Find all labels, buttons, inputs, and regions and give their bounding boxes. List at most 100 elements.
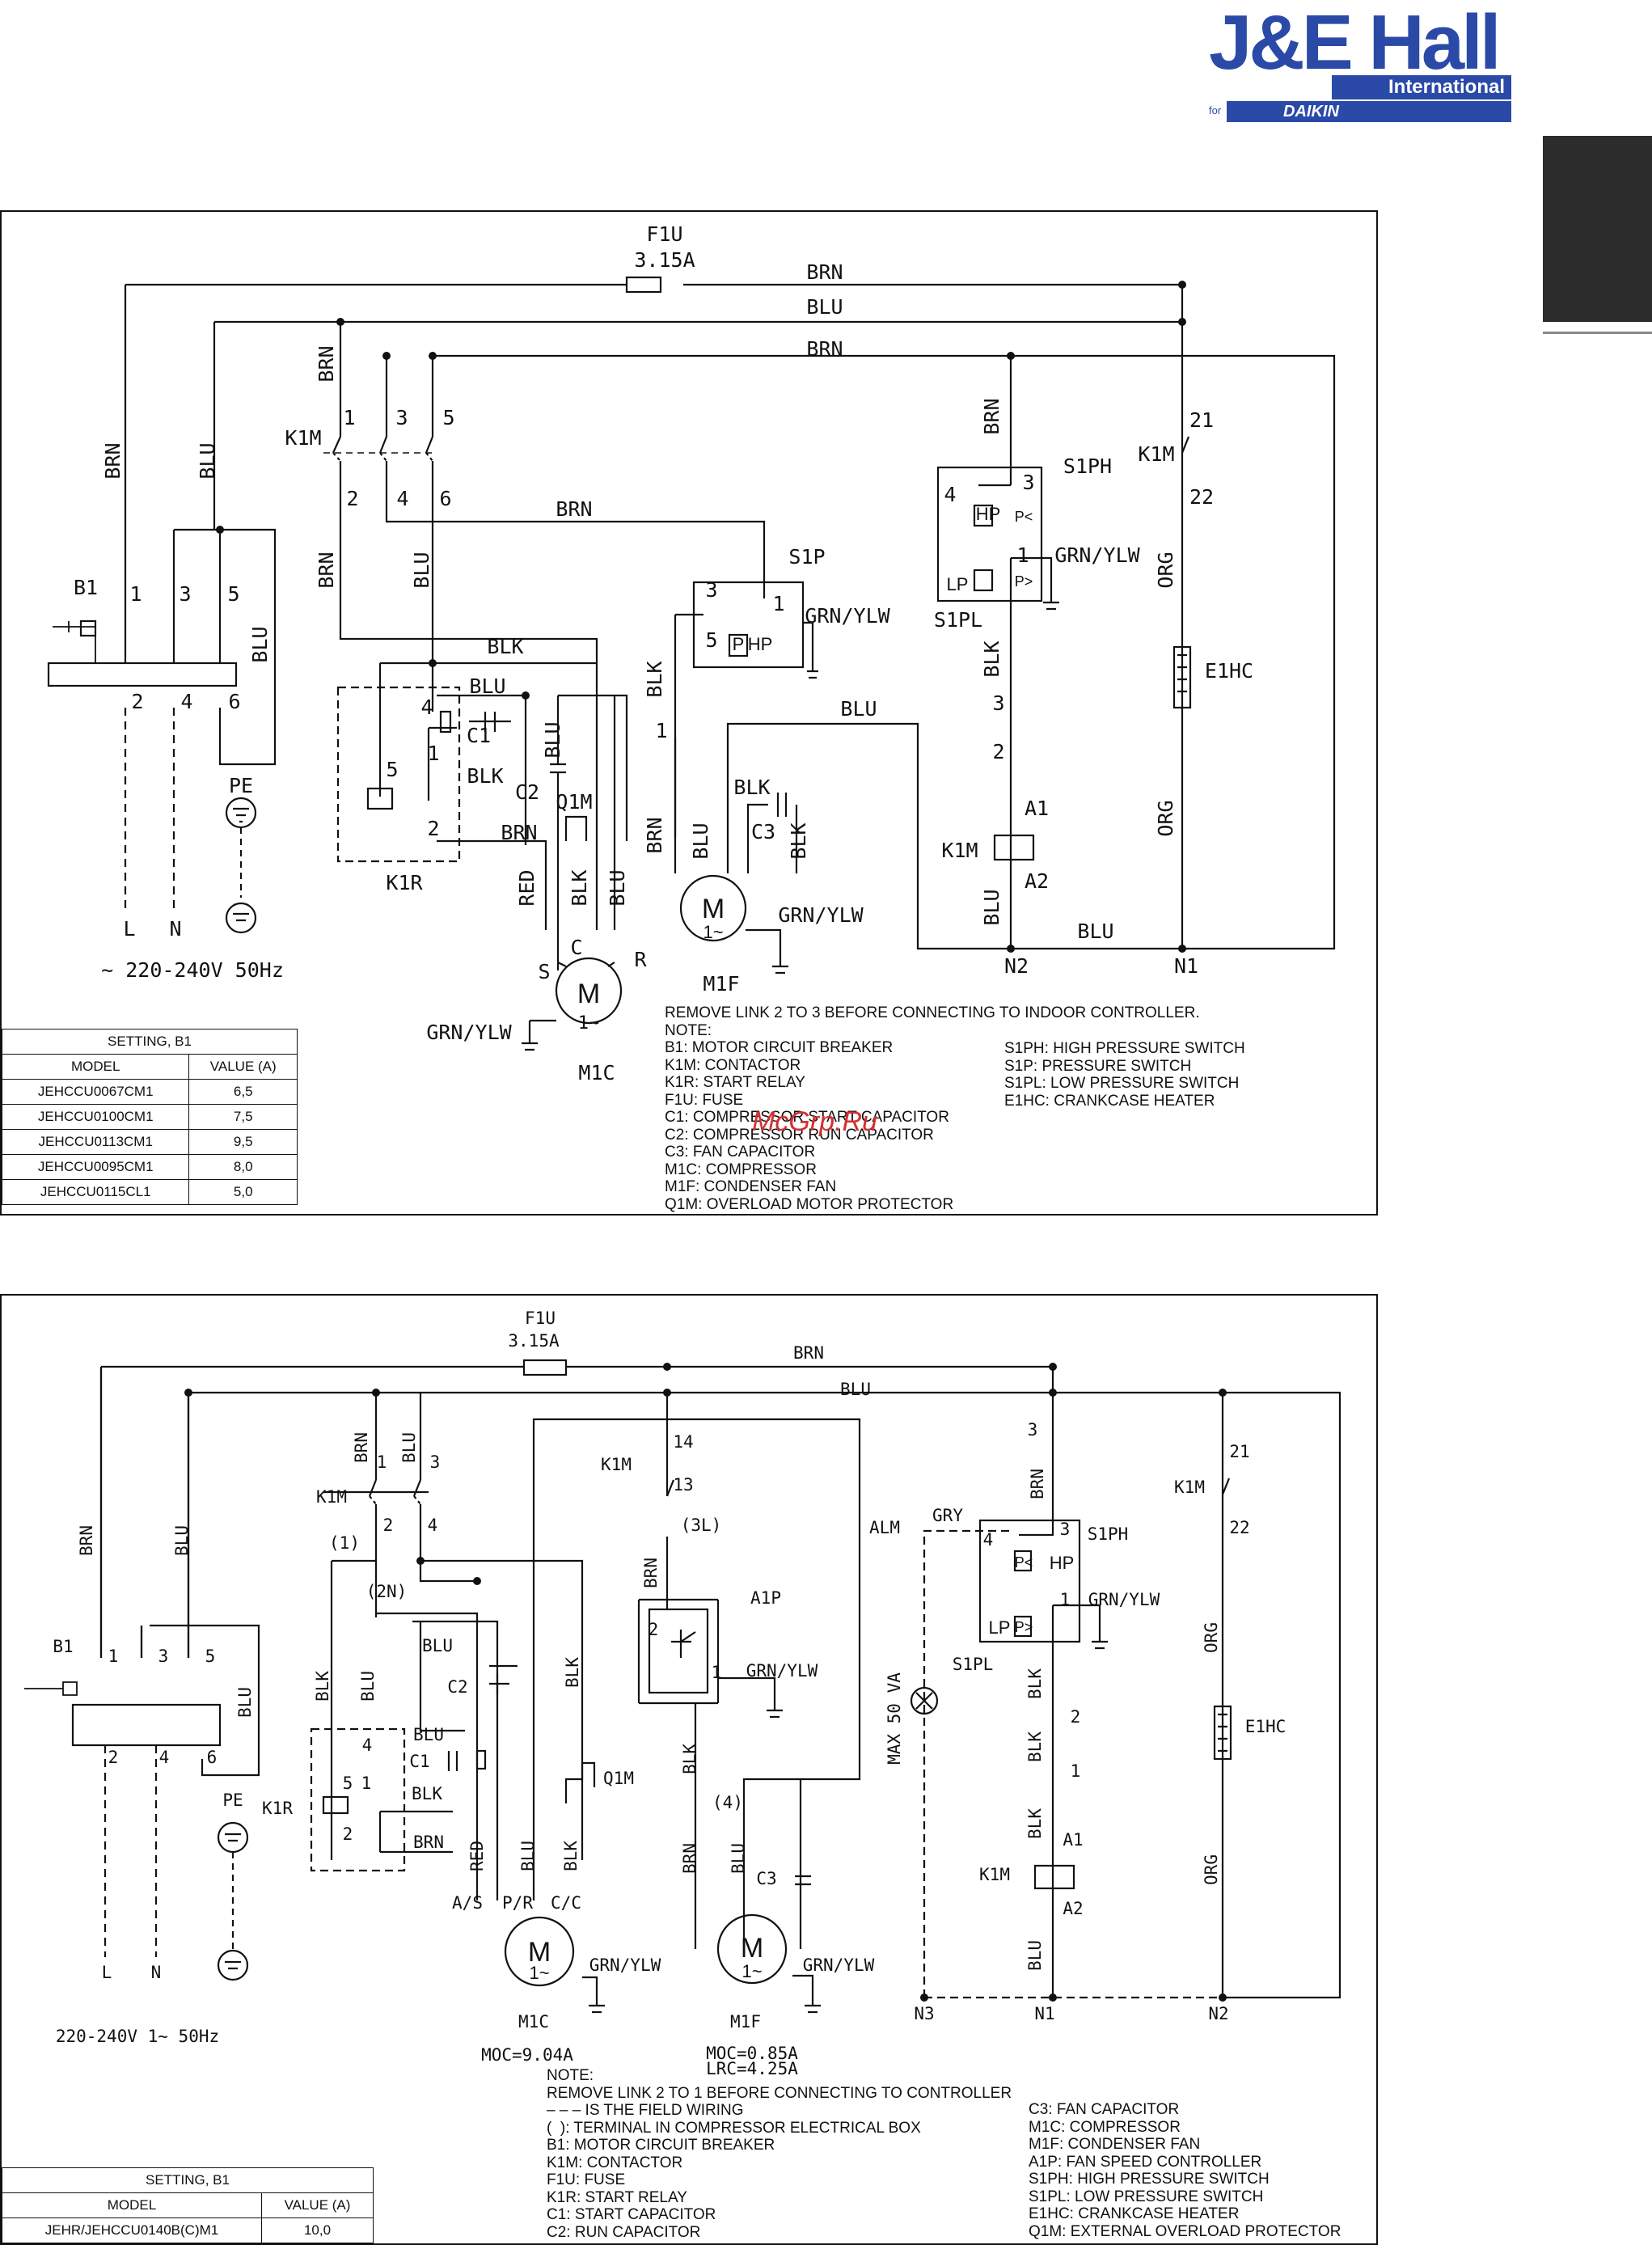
bottom-wire-label: 220-240V 1~ 50Hz	[56, 2027, 219, 2046]
bottom-wire-label: BLK	[563, 1657, 582, 1688]
value-cell: 6,5	[188, 1079, 298, 1105]
top-wire-label: BRN	[980, 398, 1003, 434]
bottom-wire-label: M1C	[518, 2012, 549, 2031]
bottom-wiring	[24, 1359, 1341, 2014]
svg-text:P>: P>	[1015, 573, 1033, 590]
top-wire-label: ~ 220-240V 50Hz	[101, 958, 284, 982]
bottom-table-h-model: MODEL	[2, 2192, 262, 2218]
bottom-wire-label: BLK	[1025, 1668, 1045, 1699]
bottom-wire-label: BRN	[1028, 1469, 1047, 1499]
top-wire-label: BLU	[541, 721, 564, 758]
bottom-wire-label: 13	[673, 1475, 693, 1495]
svg-text:1~: 1~	[741, 1961, 762, 1981]
top-wire-label: 3	[705, 578, 717, 602]
relay-k1r-bottom	[310, 1727, 406, 1872]
top-wire-label: 5	[227, 582, 239, 606]
bottom-wire-label: K1M	[316, 1487, 347, 1507]
bottom-wire-label: 6	[207, 1748, 218, 1767]
bottom-wire-label: A1	[1063, 1830, 1083, 1850]
bottom-wire-label: 4	[983, 1530, 994, 1550]
bottom-wire-label: 1	[108, 1647, 119, 1666]
top-wire-label: B1	[74, 576, 98, 599]
top-wire-label: 3	[395, 406, 408, 429]
bottom-wire-label: (1)	[329, 1533, 360, 1553]
svg-text:P<: P<	[1015, 509, 1033, 525]
contactor-coil-k1m-top	[993, 834, 1035, 861]
breaker-b1-top	[47, 662, 238, 687]
pressure-switch-s1p	[692, 581, 805, 669]
fuse-f1u-top	[625, 276, 662, 294]
bottom-wire-label: 22	[1229, 1518, 1249, 1537]
svg-text:1~: 1~	[703, 922, 723, 942]
top-wiring	[47, 276, 1336, 1051]
bottom-wire-label: ORG	[1202, 1854, 1221, 1885]
breaker-b1-bottom	[71, 1703, 222, 1747]
top-wire-label: N2	[1004, 954, 1029, 978]
top-wire-label: 2	[992, 740, 1004, 763]
bottom-wire-label: C1	[409, 1752, 429, 1771]
bottom-wire-label: MAX 50 VA	[885, 1672, 904, 1765]
brand-logo: J&E Hall International DAIKIN for	[1209, 4, 1516, 125]
top-wire-label: GRN/YLW	[1054, 543, 1140, 567]
bottom-wire-label: BLU	[172, 1525, 192, 1556]
bottom-notes-right: C3: FAN CAPACITOR M1C: COMPRESSOR M1F: C…	[1029, 2101, 1341, 2240]
top-wire-label: BLU	[606, 869, 629, 906]
value-cell: 8,0	[188, 1154, 298, 1180]
top-notes-right: S1PH: HIGH PRESSURE SWITCH S1P: PRESSURE…	[1004, 1040, 1245, 1110]
bottom-wire-label: A2	[1063, 1899, 1083, 1918]
top-wire-label: BLK	[643, 661, 666, 697]
daikin-logo: DAIKIN	[1227, 101, 1511, 122]
bottom-wire-label: 3	[158, 1647, 169, 1666]
top-wire-label: BRN	[806, 260, 843, 284]
bottom-wire-label: BLU	[413, 1725, 444, 1744]
model-cell: JEHCCU0067CM1	[1, 1079, 190, 1105]
bottom-wire-label: 4	[428, 1516, 438, 1535]
top-wire-label: 21	[1189, 408, 1214, 432]
bottom-wire-label: 1	[1071, 1761, 1081, 1781]
section-tab-rule	[1543, 332, 1652, 334]
brand-name: J&E Hall	[1209, 0, 1501, 86]
top-wire-label: M1F	[703, 972, 739, 996]
bottom-wire-label: BLU	[518, 1841, 538, 1871]
top-wire-label: K1M	[941, 839, 978, 862]
top-wire-label: 2	[131, 690, 143, 713]
top-wire-label: BRN	[806, 337, 843, 361]
bottom-wire-label: PE	[222, 1791, 243, 1810]
bottom-wire-label: C/C	[551, 1893, 581, 1913]
top-wire-label: F1U	[646, 222, 682, 246]
model-cell: JEHCCU0100CM1	[1, 1104, 190, 1130]
relay-k1r-top	[336, 686, 461, 863]
bottom-wire-label: N	[151, 1963, 162, 1982]
bottom-wire-label: 2	[1071, 1707, 1081, 1727]
bottom-wire-label: BLU	[358, 1671, 378, 1702]
top-wire-label: C3	[751, 820, 775, 843]
top-wire-label: 5	[386, 758, 398, 781]
top-wire-label: 4	[396, 487, 408, 510]
bottom-wire-label: BLU	[1025, 1940, 1045, 1971]
top-wire-label: R	[634, 948, 647, 971]
top-table-h-model: MODEL	[1, 1054, 190, 1080]
bottom-wire-label: BLK	[1025, 1731, 1045, 1762]
bottom-wire-label: GRN/YLW	[589, 1955, 661, 1975]
top-wire-label: 5	[442, 406, 454, 429]
top-wire-label: RED	[515, 869, 539, 906]
bottom-wire-label: GRN/YLW	[746, 1661, 818, 1681]
bottom-wire-label: K1M	[979, 1865, 1010, 1884]
top-wire-label: N	[169, 917, 181, 941]
bottom-wire-label: BLU	[399, 1432, 419, 1463]
svg-text:1~: 1~	[578, 1013, 600, 1034]
top-wire-label: BRN	[315, 345, 338, 382]
top-wire-label: ORG	[1154, 800, 1177, 836]
top-wire-label: GRN/YLW	[778, 903, 864, 927]
top-wire-label: N1	[1174, 954, 1198, 978]
top-wire-label: S1PL	[934, 608, 982, 632]
bottom-wire-label: GRY	[932, 1506, 963, 1525]
bottom-wire-label: F1U	[525, 1309, 556, 1328]
svg-text:LP: LP	[989, 1617, 1011, 1638]
top-wire-label: BLU	[980, 889, 1003, 925]
top-wire-label: BRN	[556, 497, 592, 521]
bottom-wire-label: ALM	[869, 1518, 900, 1537]
